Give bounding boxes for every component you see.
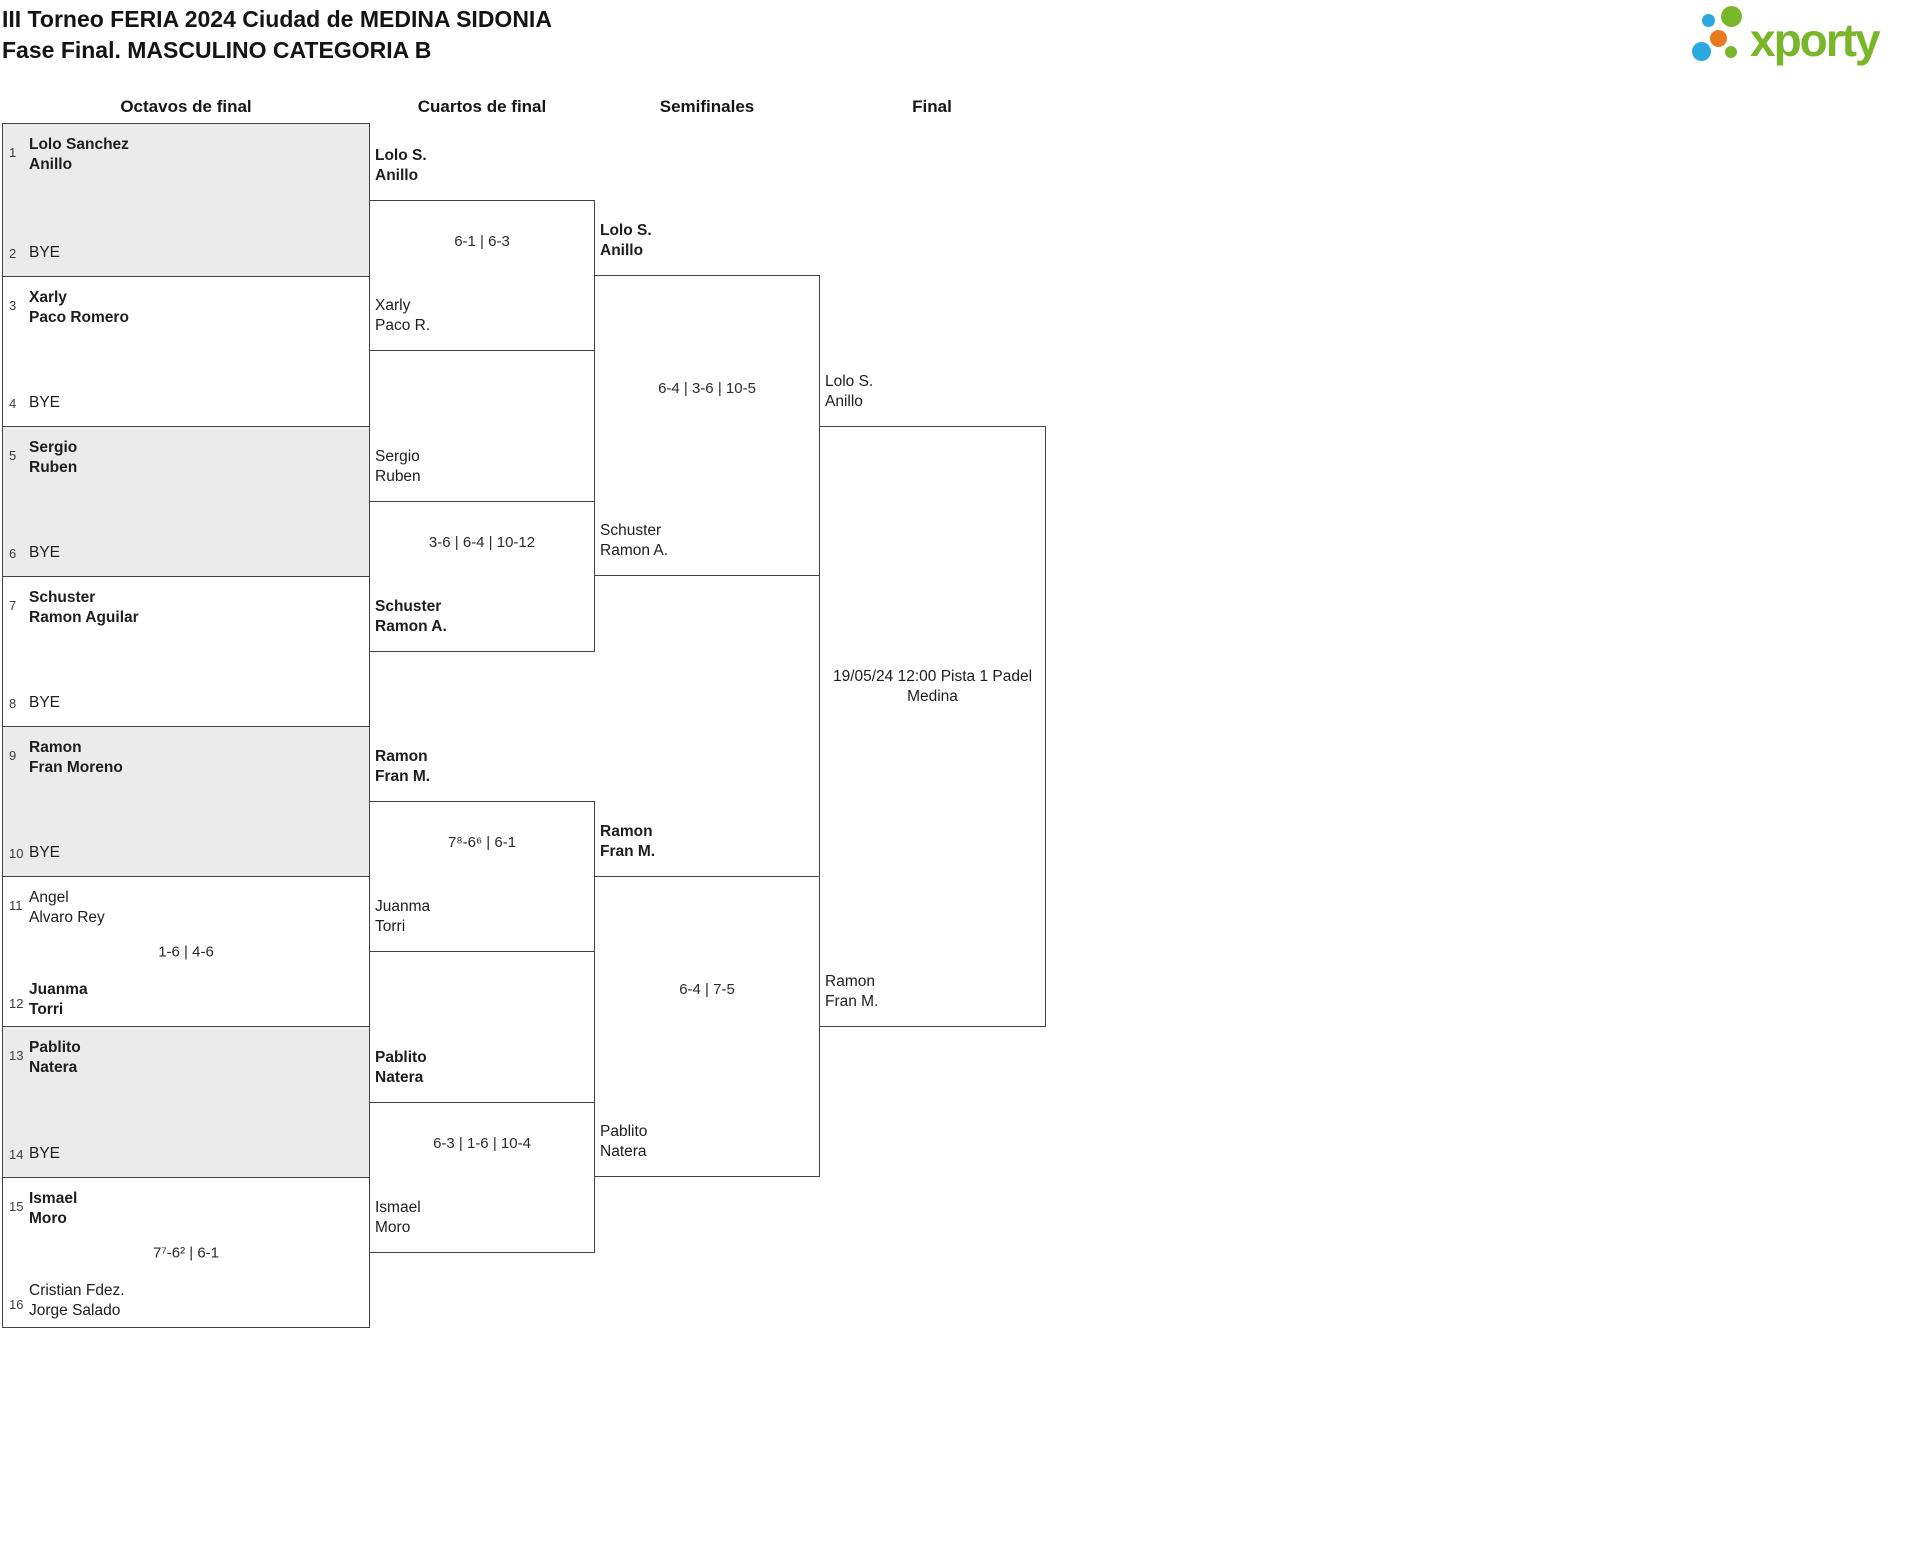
seed-number: 9	[9, 748, 17, 763]
team-name: Lolo S.Anillo	[825, 373, 874, 410]
seed-number: 1	[9, 145, 17, 160]
match-score: 6-1 | 6-3	[454, 233, 510, 250]
seed-number: 13	[9, 1048, 24, 1063]
round-header-final: Final	[912, 97, 952, 116]
team-name: BYE	[29, 543, 61, 561]
team-name: Lolo S.Anillo	[600, 222, 652, 259]
match-score: 6-4 | 3-6 | 10-5	[658, 380, 756, 397]
team-name: BYE	[29, 693, 61, 711]
team-name: BYE	[29, 393, 61, 411]
seed-number: 10	[9, 846, 24, 861]
final-schedule-line2: Medina	[907, 688, 958, 705]
seed-number: 12	[9, 996, 24, 1011]
match-score: 7⁷-6² | 6-1	[152, 1244, 219, 1261]
xporty-logo[interactable]: xporty	[1688, 4, 1920, 76]
logo-dot-blue-large	[1692, 42, 1711, 61]
logo-dot-green-large	[1721, 6, 1742, 27]
seed-number: 14	[9, 1147, 24, 1162]
logo-dot-orange	[1710, 30, 1727, 47]
match-score: 3-6 | 6-4 | 10-12	[428, 534, 536, 551]
tournament-title-line1: III Torneo FERIA 2024 Ciudad de MEDINA S…	[2, 6, 552, 32]
seed-number: 2	[9, 246, 17, 261]
round-header-octavos: Octavos de final	[120, 97, 252, 116]
final-schedule: 19/05/24 12:00 Pista 1 Padel Medina	[820, 667, 1045, 707]
team-name: Cristian Fdez.Jorge Salado	[29, 1282, 125, 1319]
seed-number: 11	[9, 898, 23, 913]
seed-number: 15	[9, 1199, 24, 1214]
match-score: 6-4 | 7-5	[679, 981, 735, 998]
seed-number: 5	[9, 448, 17, 463]
match-score: 6-3 | 1-6 | 10-4	[433, 1135, 531, 1152]
logo-wordmark: xporty	[1750, 14, 1881, 66]
team-name: BYE	[29, 243, 61, 261]
seed-number: 4	[9, 396, 17, 411]
seed-number: 7	[9, 598, 17, 613]
team-name: BYE	[29, 1144, 61, 1162]
final-match: Lolo S.Anillo 19/05/24 12:00 Pista 1 Pad…	[819, 373, 1046, 1027]
match-score: 7⁸-6⁶ | 6-1	[447, 834, 517, 851]
tournament-title-line2: Fase Final. MASCULINO CATEGORIA B	[2, 37, 432, 63]
seed-number: 6	[9, 546, 17, 561]
final-schedule-line1: 19/05/24 12:00 Pista 1 Padel	[832, 668, 1033, 685]
round-header-cuartos: Cuartos de final	[417, 97, 547, 116]
seed-number: 8	[9, 696, 17, 711]
seed-number: 3	[9, 298, 17, 313]
match-score: 1-6 | 4-6	[158, 943, 214, 960]
logo-dot-green-small	[1725, 46, 1737, 58]
team-name: Lolo S.Anillo	[375, 147, 427, 184]
team-name: BYE	[29, 843, 61, 861]
round-header-semifinales: Semifinales	[659, 97, 755, 116]
tournament-title: III Torneo FERIA 2024 Ciudad de MEDINA S…	[2, 4, 552, 66]
logo-dot-blue-small	[1702, 14, 1715, 27]
seed-number: 16	[9, 1297, 24, 1312]
